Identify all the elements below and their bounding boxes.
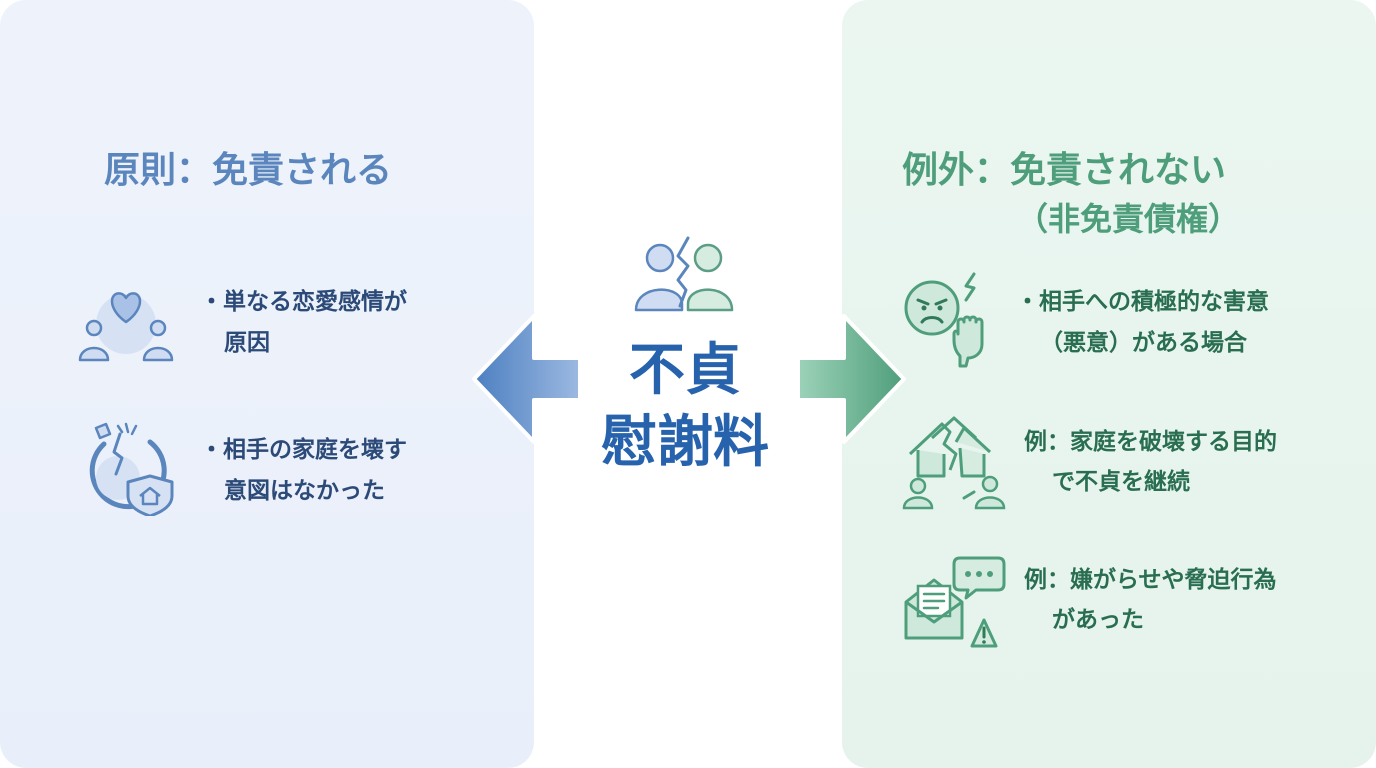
center-title-line-2: 慰謝料 — [601, 410, 769, 475]
exception-item-2-line-1: 例：家庭を破壊する目的 — [1024, 429, 1277, 455]
arrow-left-icon — [472, 314, 582, 444]
principle-item-1-line-2: 原因 — [224, 330, 270, 356]
principle-item-2-line-1: ・相手の家庭を壊す — [200, 437, 407, 463]
exception-panel — [842, 0, 1376, 768]
heart-people-icon — [78, 292, 174, 362]
principle-panel — [0, 0, 534, 768]
arrow-right-icon — [796, 314, 906, 444]
broken-relationship-icon — [634, 236, 734, 312]
mail-chat-warning-icon — [904, 556, 1006, 648]
exception-item-2-line-2: で不貞を継続 — [1052, 469, 1190, 495]
center-title-line-1: 不貞 — [629, 338, 741, 403]
principle-item-1-line-1: ・単なる恋愛感情が — [200, 289, 407, 315]
exception-title: 例外：免責されない — [902, 150, 1227, 191]
exception-item-3-line-1: 例：嫌がらせや脅迫行為 — [1024, 567, 1277, 593]
broken-ring-shield-icon — [89, 422, 174, 516]
principle-item-2-line-2: 意図はなかった — [224, 478, 385, 504]
angry-face-fist-icon — [904, 272, 984, 368]
exception-subtitle: （非免責債権） — [1016, 200, 1241, 238]
exception-item-1-line-1: ・相手への積極的な害意 — [1016, 289, 1269, 315]
exception-item-3-line-2: があった — [1052, 607, 1144, 633]
principle-title: 原則：免責される — [104, 150, 393, 191]
broken-home-people-icon — [902, 416, 1006, 510]
exception-item-1-line-2: （悪意）がある場合 — [1040, 330, 1247, 356]
